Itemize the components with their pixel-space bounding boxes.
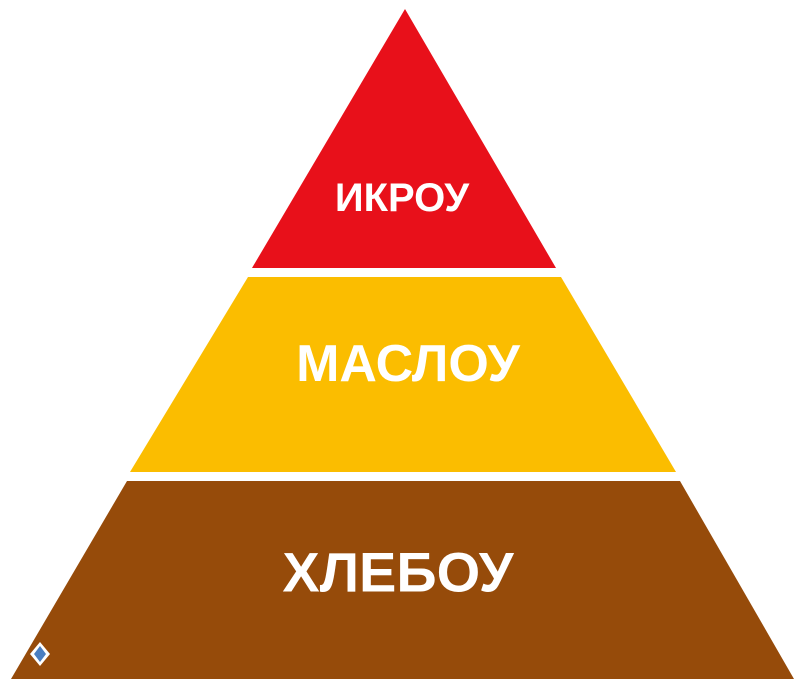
pyramid-tier-bottom — [11, 481, 794, 679]
pyramid-tier-middle — [130, 277, 676, 472]
tier-middle-label: МАСЛОУ — [296, 335, 520, 393]
book-icon — [30, 642, 50, 666]
pyramid-tier-top — [252, 9, 556, 268]
tier-bottom-label: ХЛЕБОУ — [282, 541, 514, 604]
tier-top-label: ИКРОУ — [335, 176, 470, 220]
